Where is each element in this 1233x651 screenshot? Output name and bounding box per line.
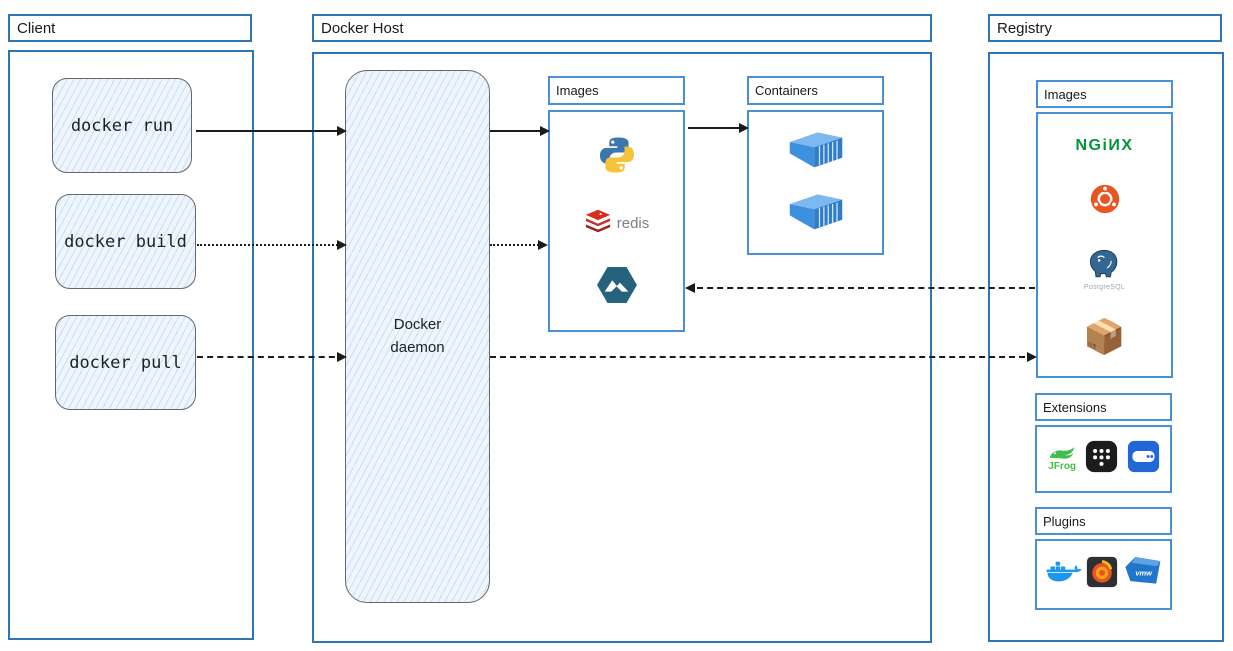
arrowhead-icon [337, 126, 347, 136]
registry-panel-title: Registry [988, 14, 1222, 42]
redis-logo: redis [584, 208, 650, 239]
host-images-title-label: Images [556, 83, 599, 98]
package-icon: 📦 [1083, 317, 1126, 356]
registry-extensions-title: Extensions [1035, 393, 1172, 421]
host-containers-title: Containers [747, 76, 884, 105]
registry-plugins-title-label: Plugins [1043, 513, 1086, 529]
registry-plugins-box: vmw [1035, 539, 1172, 610]
docker-whale-icon [1045, 556, 1083, 593]
docker-pull-label: docker pull [69, 352, 182, 373]
arrow-build-to-daemon [197, 240, 347, 250]
node-docker-daemon: Docker daemon [345, 70, 490, 603]
drive-icon [1127, 440, 1160, 478]
postgresql-icon [1088, 248, 1120, 285]
container-icon [788, 190, 844, 237]
docker-host-title-label: Docker Host [321, 19, 404, 37]
app-grid-icon [1085, 440, 1118, 478]
docker-daemon-label: Docker daemon [390, 316, 445, 356]
registry-extensions-title-label: Extensions [1043, 399, 1107, 415]
docker-host-panel-title: Docker Host [312, 14, 932, 42]
redis-label: redis [616, 214, 650, 232]
node-docker-run: docker run [52, 78, 192, 173]
client-title-label: Client [17, 19, 56, 37]
ubuntu-icon [1090, 184, 1120, 219]
arrowhead-icon [739, 123, 749, 133]
client-panel-title: Client [8, 14, 252, 42]
alpine-icon [596, 266, 638, 309]
arrow-daemon-build-to-images [490, 240, 548, 250]
grafana-icon [1086, 556, 1118, 593]
registry-images-title-label: Images [1044, 86, 1087, 102]
arrow-run-to-daemon [196, 126, 347, 136]
postgresql-logo: PostgreSQL [1084, 248, 1125, 291]
registry-images-box: NGiИX [1036, 112, 1173, 378]
arrowhead-icon [685, 283, 695, 293]
arrow-images-to-containers [688, 123, 749, 133]
container-icon [788, 128, 844, 175]
registry-plugins-title: Plugins [1035, 507, 1172, 535]
node-docker-build: docker build [55, 194, 196, 289]
arrow-registry-to-images [685, 283, 1035, 293]
arrow-daemon-to-registry [490, 352, 1037, 362]
postgresql-label: PostgreSQL [1083, 283, 1126, 291]
arrowhead-icon [337, 240, 347, 250]
vmware-label: vmw [1135, 568, 1153, 577]
host-containers-title-label: Containers [755, 83, 818, 98]
docker-run-label: docker run [70, 115, 174, 136]
jfrog-icon: JFrog [1047, 446, 1077, 472]
arrow-pull-to-daemon [197, 352, 347, 362]
nginx-icon: NGiИX [1075, 136, 1134, 154]
arrowhead-icon [337, 352, 347, 362]
arrowhead-icon [538, 240, 548, 250]
arrow-daemon-to-images [490, 126, 550, 136]
node-docker-pull: docker pull [55, 315, 196, 410]
host-images-title: Images [548, 76, 685, 105]
registry-extensions-box: JFrog [1035, 425, 1172, 493]
vmware-icon: vmw [1122, 555, 1162, 594]
docker-build-label: docker build [64, 231, 187, 252]
redis-icon [584, 208, 612, 239]
python-icon [596, 134, 638, 181]
arrowhead-icon [1027, 352, 1037, 362]
host-containers-box [747, 110, 884, 255]
registry-images-title: Images [1036, 80, 1173, 108]
registry-title-label: Registry [997, 19, 1053, 37]
jfrog-label: JFrog [1048, 461, 1077, 472]
arrowhead-icon [540, 126, 550, 136]
host-images-box: redis [548, 110, 685, 332]
